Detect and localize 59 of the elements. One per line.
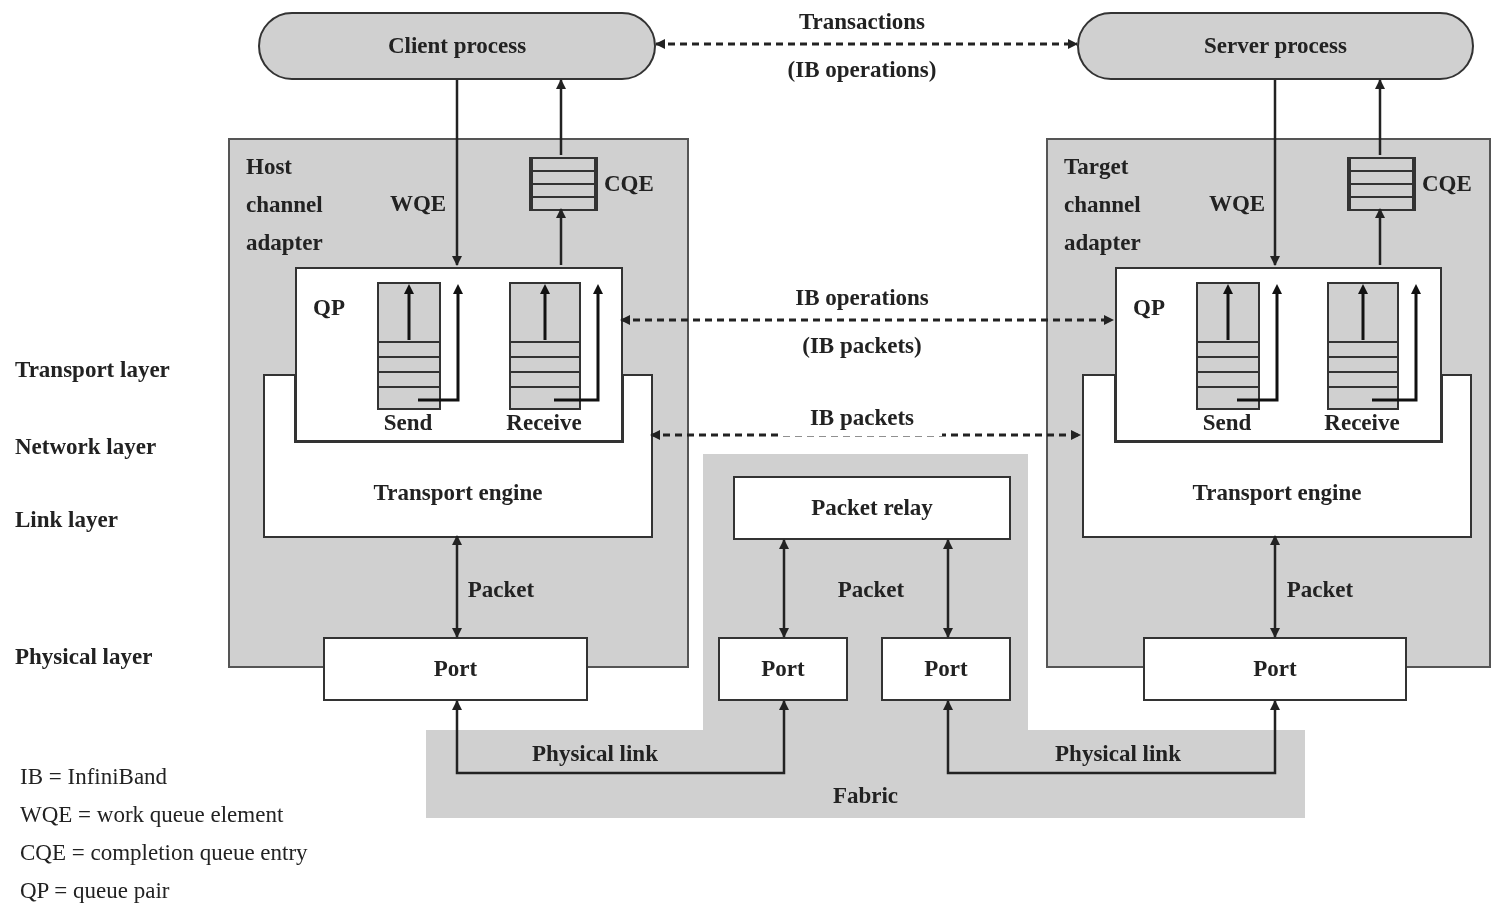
arrow [1270, 80, 1280, 266]
edge-label: Packet [466, 576, 536, 604]
node-label: Send [382, 409, 434, 437]
node-label: Transport engine [372, 479, 544, 507]
node-label: Fabric [831, 782, 900, 810]
node-label: Client process [386, 32, 528, 60]
edge-label: Packet [1285, 576, 1355, 604]
edge-label: WQE [388, 190, 448, 218]
layer-label: Physical layer [15, 644, 153, 670]
node-label: Receive [505, 409, 583, 437]
node-label: CQE [1422, 170, 1472, 198]
node-label: Transport engine [1191, 479, 1363, 507]
node-label: Port [432, 655, 479, 683]
port-box [718, 637, 848, 701]
edge-label: Packet [836, 576, 906, 604]
node-label: QP [1133, 294, 1165, 322]
port-box [323, 637, 588, 701]
arrow [556, 79, 566, 155]
node-label: Port [923, 655, 969, 683]
panel-title: Host channel adapter [246, 153, 324, 257]
arrow [779, 539, 789, 638]
edge-label: Physical link [1054, 740, 1182, 768]
abbreviation-note: WQE = work queue element [20, 802, 284, 828]
arrow [1375, 79, 1385, 155]
queue-pair-box [295, 267, 623, 442]
port-box [733, 476, 1011, 540]
arrow [452, 535, 462, 638]
layer-label: Network layer [15, 434, 157, 460]
arrow [452, 80, 462, 266]
node-label: Port [760, 655, 806, 683]
abbreviation-note: IB = InfiniBand [20, 764, 168, 790]
edge-label: Physical link [531, 740, 659, 768]
arrow [943, 539, 953, 638]
abbreviation-note: QP = queue pair [20, 878, 170, 904]
node-label: CQE [604, 170, 654, 198]
node-label: Send [1201, 409, 1253, 437]
node-label: Server process [1203, 32, 1348, 60]
queue-pair-box [1115, 267, 1442, 442]
layer-label: Link layer [15, 507, 118, 533]
node-label: Receive [1323, 409, 1401, 437]
dashed-arrow [655, 39, 1078, 49]
abbreviation-note: CQE = completion queue entry [20, 840, 308, 866]
layer-label: Transport layer [15, 357, 170, 383]
port-box [1143, 637, 1407, 701]
node-label: QP [313, 294, 345, 322]
node-label: Packet relay [810, 494, 934, 522]
edge-label: WQE [1207, 190, 1267, 218]
edge-label: IB operations (IB packets) [794, 284, 930, 360]
arrow [1375, 208, 1385, 265]
dashed-arrow [650, 430, 1081, 440]
edge-label: Transactions (IB operations) [786, 8, 938, 84]
arrow [1270, 535, 1280, 638]
port-box [881, 637, 1011, 701]
arrow [452, 700, 789, 775]
arrow [556, 208, 566, 265]
panel-title: Target channel adapter [1064, 153, 1142, 257]
dashed-arrow [620, 315, 1114, 325]
node-label: Port [1252, 655, 1298, 683]
arrow [943, 700, 1280, 775]
